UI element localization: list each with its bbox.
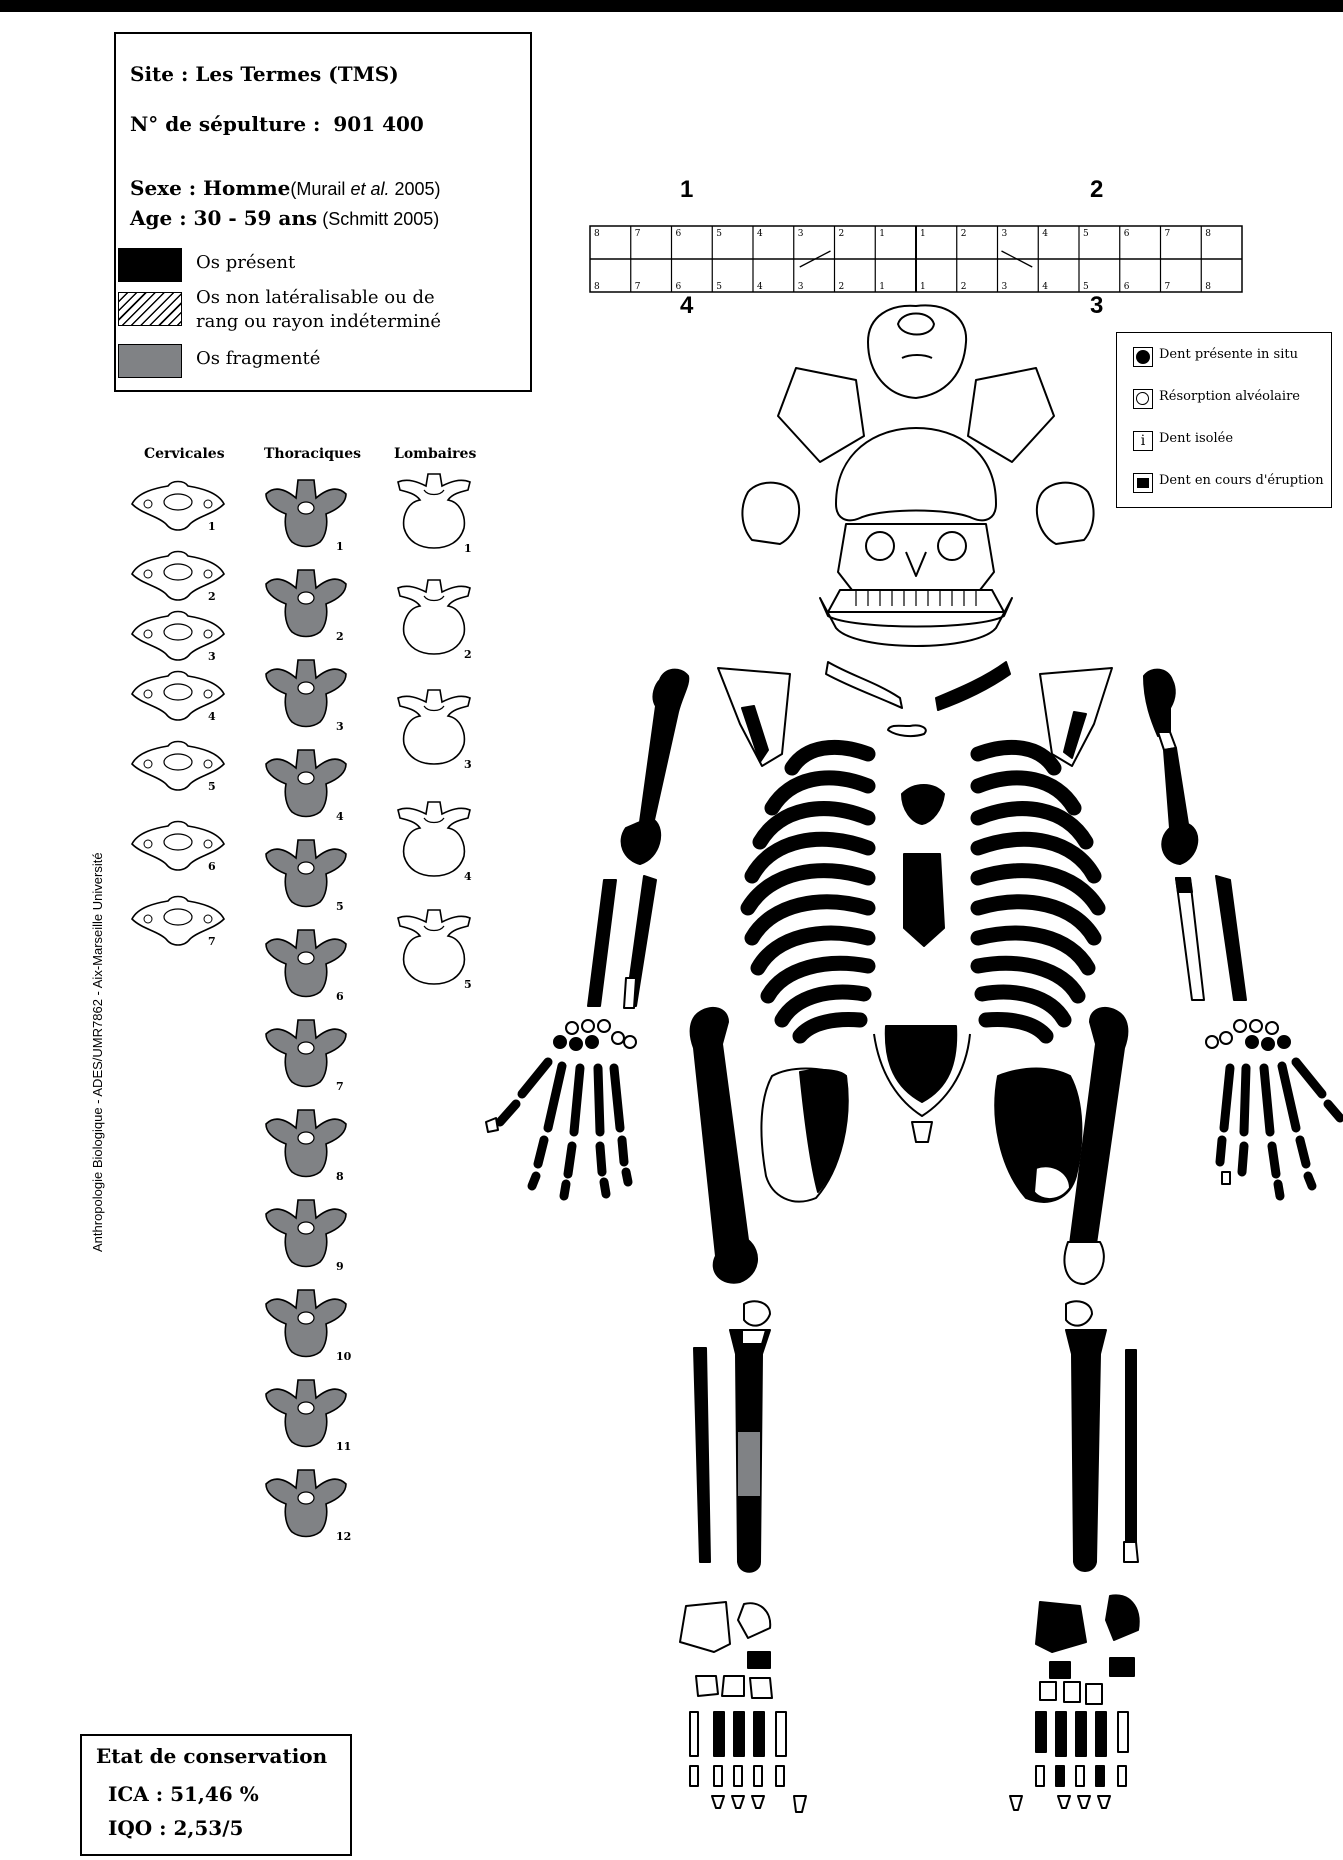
recording-sheet: Site : Les Termes (TMS) N° de sépulture … — [0, 12, 1343, 1860]
ribs-right — [978, 747, 1098, 1036]
ulna-left-distal — [624, 978, 636, 1008]
calcaneus-left — [680, 1602, 730, 1652]
occipital-condyle — [902, 355, 932, 358]
foramen-magnum — [898, 314, 934, 335]
fibula-right — [1126, 1350, 1136, 1558]
calcaneus-right — [1036, 1602, 1086, 1652]
radius-right-prox — [1176, 878, 1192, 892]
ribs-left — [748, 747, 868, 1036]
thumb-tip-left — [486, 1118, 498, 1132]
hyoid — [888, 725, 926, 736]
hand-right — [1206, 1020, 1340, 1196]
skeleton-diagram — [0, 12, 1343, 1860]
tibia-right — [1066, 1330, 1106, 1571]
temporal-right — [1037, 483, 1094, 544]
tibia-left-fragment-gray — [738, 1432, 760, 1496]
skull — [742, 305, 1093, 646]
clavicle-left — [826, 662, 902, 708]
frontal — [836, 428, 996, 520]
patella-left — [744, 1301, 770, 1325]
humerus-right-shaft — [1158, 732, 1176, 750]
parietal-right — [968, 368, 1054, 462]
humerus-left — [622, 670, 689, 864]
femur-right-distal — [1065, 1242, 1104, 1284]
clavicle-right — [936, 662, 1010, 710]
patella-right — [1066, 1301, 1092, 1325]
hand-left — [486, 1020, 636, 1196]
talus-left — [738, 1603, 770, 1638]
humerus-right — [1144, 670, 1175, 736]
femur-left — [691, 1008, 757, 1283]
fibula-right-distal — [1124, 1542, 1138, 1562]
radius-left — [588, 880, 616, 1006]
tibia-left-upper — [742, 1330, 766, 1344]
coccyx — [912, 1122, 932, 1142]
ulna-right — [1216, 876, 1246, 1000]
sternal-body — [904, 854, 944, 946]
foot-right — [1010, 1595, 1139, 1810]
humerus-right-lower — [1162, 748, 1197, 864]
navicular-left — [748, 1652, 770, 1668]
talus-right — [1106, 1595, 1139, 1640]
foot-left — [680, 1602, 806, 1812]
radius-right — [1176, 878, 1204, 1000]
fibula-left — [694, 1348, 710, 1562]
parietal-left — [778, 368, 864, 462]
manubrium — [902, 785, 944, 824]
temporal-left — [742, 483, 799, 544]
finger-tip-right — [1222, 1172, 1230, 1184]
